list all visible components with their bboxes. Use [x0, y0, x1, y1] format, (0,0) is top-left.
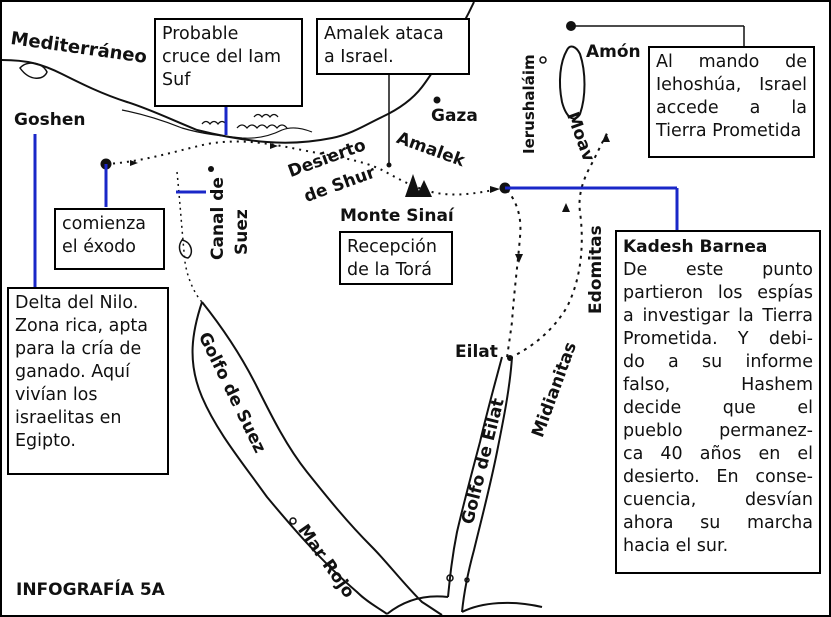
city-dot-icon	[433, 96, 441, 104]
route-to-eilat	[506, 189, 522, 359]
label-suez: Suez	[232, 209, 252, 255]
label-eilat: Eilat	[455, 342, 498, 362]
callout-line: Probable	[162, 24, 239, 44]
island	[289, 517, 297, 525]
callout-line: ahora su marcha	[623, 513, 813, 533]
callout-amalek-ataca: Amalek ataca a Israel.	[316, 18, 470, 75]
callout-line: Zona rica, apta	[15, 316, 149, 336]
callout-cruce: Probable cruce del Iam Suf	[154, 18, 303, 107]
route-arrow-down	[515, 254, 523, 263]
callout-line: de la Torá	[347, 260, 432, 280]
coastline-shade	[121, 109, 313, 139]
callout-line: decide que el	[623, 398, 813, 418]
label-goshen: Goshen	[14, 110, 86, 130]
kadesh-title: Kadesh Barnea	[623, 237, 768, 257]
callout-line: desierto. En conse-	[623, 467, 813, 487]
callout-line: Recepción	[347, 237, 437, 257]
gulf-of-eilat-shore-west	[447, 356, 503, 598]
label-amon: Amón	[586, 42, 641, 62]
city-dot-icon	[208, 166, 214, 172]
bitter-lake	[178, 239, 193, 259]
callout-line: a investigar la Tierra	[623, 306, 813, 326]
callout-line: De este punto	[623, 260, 813, 280]
label-monte-sinai: Monte Sinaí	[340, 206, 454, 226]
connector-lines	[33, 106, 679, 289]
infografia-caption: INFOGRAFÍA 5A	[16, 580, 165, 600]
label-canal-de: Canal de	[208, 177, 228, 260]
callout-line: ganado. Aquí	[15, 362, 131, 382]
red-sea-shore	[386, 595, 543, 615]
callout-line: Suf	[162, 70, 191, 90]
callout-line: comienza	[62, 214, 147, 234]
callout-line: partieron los espías	[623, 283, 813, 303]
sea-of-galilee	[539, 56, 547, 64]
callout-line: israelitas en	[15, 408, 122, 428]
delta-shore-marks	[201, 113, 288, 130]
callout-line: Al mando de	[656, 52, 807, 72]
label-edomitas: Edomitas	[586, 225, 606, 314]
callout-line: falso, Hashem	[623, 375, 813, 395]
callout-kadesh: Kadesh Barnea De este punto partieron lo…	[615, 230, 821, 574]
label-ierushalaim: Ierushaláim	[520, 54, 538, 154]
label-gaza: Gaza	[431, 106, 478, 126]
callout-line: do a su informe	[623, 352, 813, 372]
callout-line: el éxodo	[62, 237, 136, 257]
callout-line: a Israel.	[324, 47, 394, 67]
black-connector-lines	[388, 25, 745, 164]
gulf-of-eilat-shore-east	[461, 356, 513, 613]
route-to-moav	[509, 131, 609, 359]
dead-sea	[558, 45, 586, 120]
callout-line: hacia el sur.	[623, 536, 729, 556]
city-dot-icon	[386, 162, 392, 168]
callout-tora: Recepción de la Torá	[339, 231, 453, 285]
callout-line: vivían los	[15, 385, 98, 405]
callout-line: accede a la	[656, 98, 807, 118]
gulf-of-suez-shore	[191, 301, 388, 615]
callout-line: cruce del Iam	[162, 47, 282, 67]
mountain-icon	[405, 174, 432, 197]
callout-line: cuencia, desvían	[623, 490, 813, 510]
callout-line: Tierra Prometida	[656, 121, 802, 141]
island	[464, 577, 470, 583]
callout-line: Prometida. Y debi-	[623, 329, 813, 349]
island	[446, 574, 454, 582]
route-arrow-up	[562, 133, 610, 212]
callout-mando: Al mando de Iehoshúa, Israel accede a la…	[648, 46, 815, 158]
callout-line: Iehoshúa, Israel	[656, 75, 807, 95]
callout-line: Delta del Nilo.	[15, 293, 139, 313]
exodus-route	[105, 140, 503, 196]
suez-canal-route	[176, 171, 203, 303]
callout-line: para la cría de	[15, 339, 142, 359]
callout-line: pueblo permanez-	[623, 421, 813, 441]
gulf-of-suez-shore-east	[201, 301, 443, 615]
callout-line: Amalek ataca	[324, 24, 444, 44]
city-dot-icon	[507, 355, 513, 361]
lagoon	[19, 62, 48, 79]
callout-line: Egipto.	[15, 431, 76, 451]
callout-line: ca 40 años en el	[623, 444, 813, 464]
callout-delta: Delta del Nilo. Zona rica, apta para la …	[7, 287, 169, 475]
callout-exodo: comienza el éxodo	[54, 208, 165, 270]
